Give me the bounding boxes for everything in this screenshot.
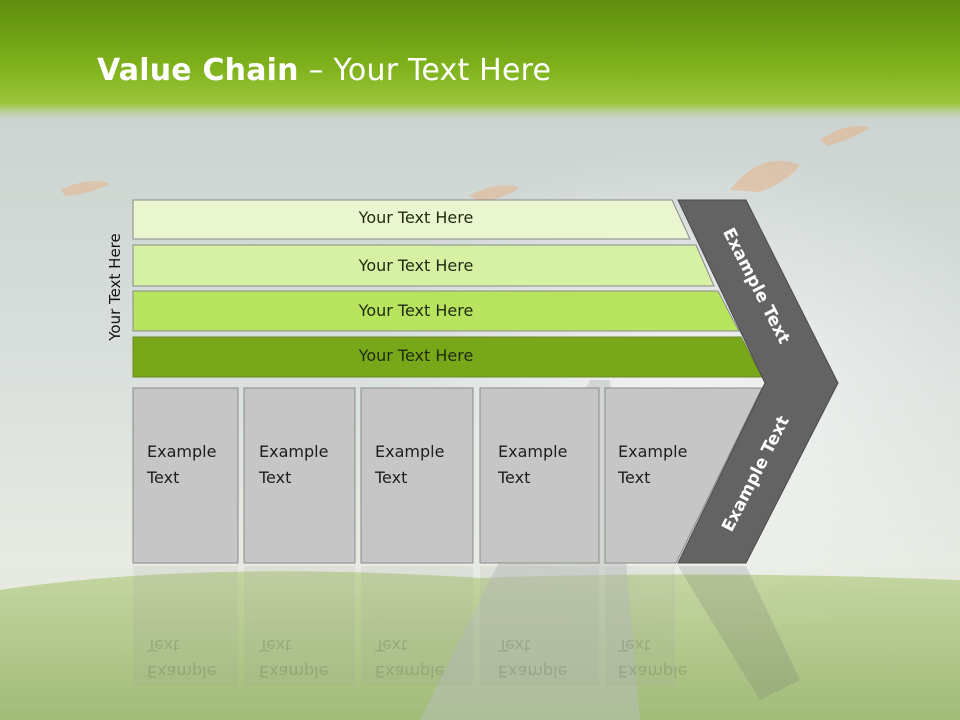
header-band bbox=[0, 0, 960, 122]
cell-1-line1: Example bbox=[147, 442, 217, 461]
cells-reflection bbox=[133, 566, 675, 686]
cell-5-line2: Text bbox=[618, 468, 651, 487]
cell-2-line2: Text bbox=[259, 468, 292, 487]
cell-3-text-reflection: Example Text bbox=[375, 632, 444, 684]
cell-2-reflection-line1: Example bbox=[259, 662, 329, 681]
cell-5-reflection bbox=[605, 566, 675, 686]
chevron-arrow bbox=[677, 199, 839, 564]
cell-3-reflection-line2: Text bbox=[375, 636, 408, 655]
title-rest: – Your Text Here bbox=[298, 53, 552, 88]
cells-group bbox=[132, 387, 763, 564]
cell-5-line1: Example bbox=[618, 442, 688, 461]
sky-clouds bbox=[60, 125, 870, 202]
cell-3-reflection-line1: Example bbox=[375, 662, 445, 681]
bar-3-label: Your Text Here bbox=[358, 301, 474, 320]
cell-4-text-reflection: Example Text bbox=[498, 632, 567, 684]
cell-5-reflection-line2: Text bbox=[618, 636, 651, 655]
cell-3 bbox=[360, 387, 474, 564]
bar-4-label: Your Text Here bbox=[358, 346, 474, 365]
cell-5-text-reflection: Example Text bbox=[618, 632, 687, 684]
cell-2-reflection bbox=[244, 566, 355, 686]
bars-group bbox=[132, 199, 763, 378]
bar-2-label: Your Text Here bbox=[358, 256, 474, 275]
cell-2-line1: Example bbox=[259, 442, 329, 461]
side-label: Your Text Here bbox=[106, 233, 124, 341]
cell-1-reflection-line2: Text bbox=[147, 636, 180, 655]
cell-2-text-reflection: Example Text bbox=[259, 632, 328, 684]
bar-1 bbox=[132, 199, 691, 240]
cell-3-line1: Example bbox=[375, 442, 445, 461]
cell-1-text-reflection: Example Text bbox=[147, 632, 216, 684]
title-bold: Value Chain bbox=[97, 53, 299, 88]
page-title: Value Chain – Your Text Here bbox=[97, 53, 551, 88]
cell-2-reflection-line2: Text bbox=[259, 636, 292, 655]
bar-2 bbox=[132, 244, 715, 287]
cell-4-reflection-line2: Text bbox=[498, 636, 531, 655]
bar-1-label: Your Text Here bbox=[358, 208, 474, 227]
chevron-arrow-reflection bbox=[678, 566, 800, 700]
cell-1-reflection-line1: Example bbox=[147, 662, 217, 681]
cell-5 bbox=[604, 387, 763, 564]
cell-3-line2: Text bbox=[375, 468, 408, 487]
cell-1-line2: Text bbox=[147, 468, 180, 487]
cell-5-reflection-line1: Example bbox=[618, 662, 688, 681]
cell-4 bbox=[479, 387, 600, 564]
bar-3 bbox=[132, 290, 740, 332]
cell-4-reflection-line1: Example bbox=[498, 662, 568, 681]
cell-4-reflection bbox=[480, 566, 599, 686]
cell-2 bbox=[243, 387, 356, 564]
cell-1 bbox=[132, 387, 239, 564]
cell-4-line2: Text bbox=[498, 468, 531, 487]
cell-4-line1: Example bbox=[498, 442, 568, 461]
cell-3-reflection bbox=[361, 566, 473, 686]
cell-1-reflection bbox=[133, 566, 238, 686]
